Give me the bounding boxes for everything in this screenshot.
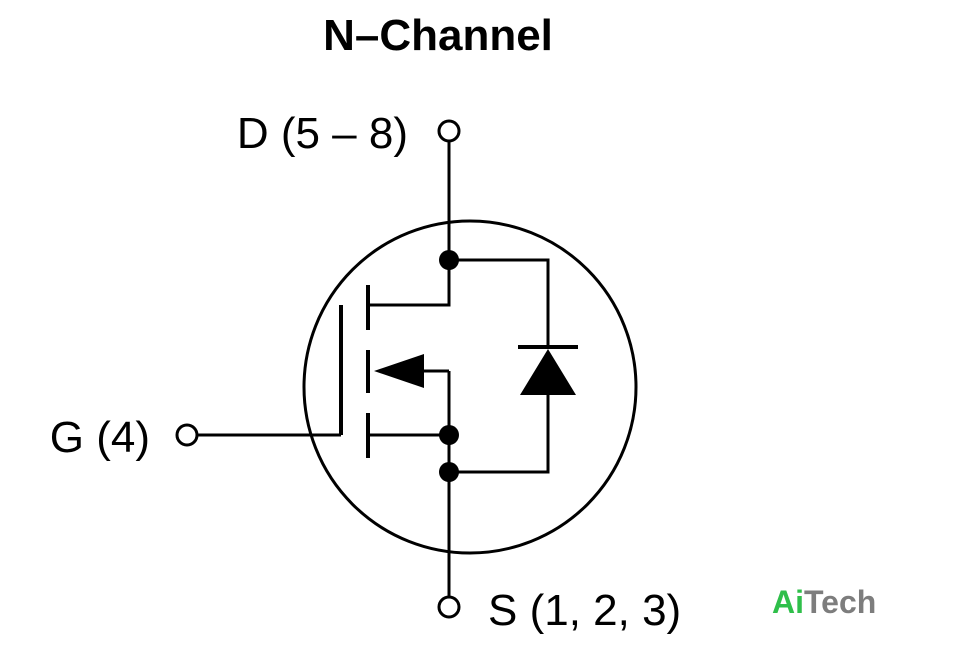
- package-circle: [302, 219, 638, 555]
- gate-terminal: [175, 423, 199, 447]
- diode-bottom-wire: [449, 393, 550, 474]
- source-label: S (1, 2, 3): [488, 586, 681, 635]
- diode-triangle: [520, 349, 576, 395]
- drain-label: D (5 – 8): [237, 109, 408, 158]
- drain-channel-wire: [368, 260, 451, 307]
- logo-part-ai: Ai: [772, 584, 804, 620]
- source-terminal: [437, 595, 461, 619]
- drain-terminal: [437, 119, 461, 143]
- logo-part-tech: Tech: [804, 584, 876, 620]
- gate-label: G (4): [50, 413, 150, 462]
- diode-top-wire: [449, 258, 550, 347]
- diagram-title: N–Channel: [323, 11, 553, 60]
- body-arrow-head: [374, 354, 424, 388]
- aitech-logo: AiTech: [772, 584, 876, 620]
